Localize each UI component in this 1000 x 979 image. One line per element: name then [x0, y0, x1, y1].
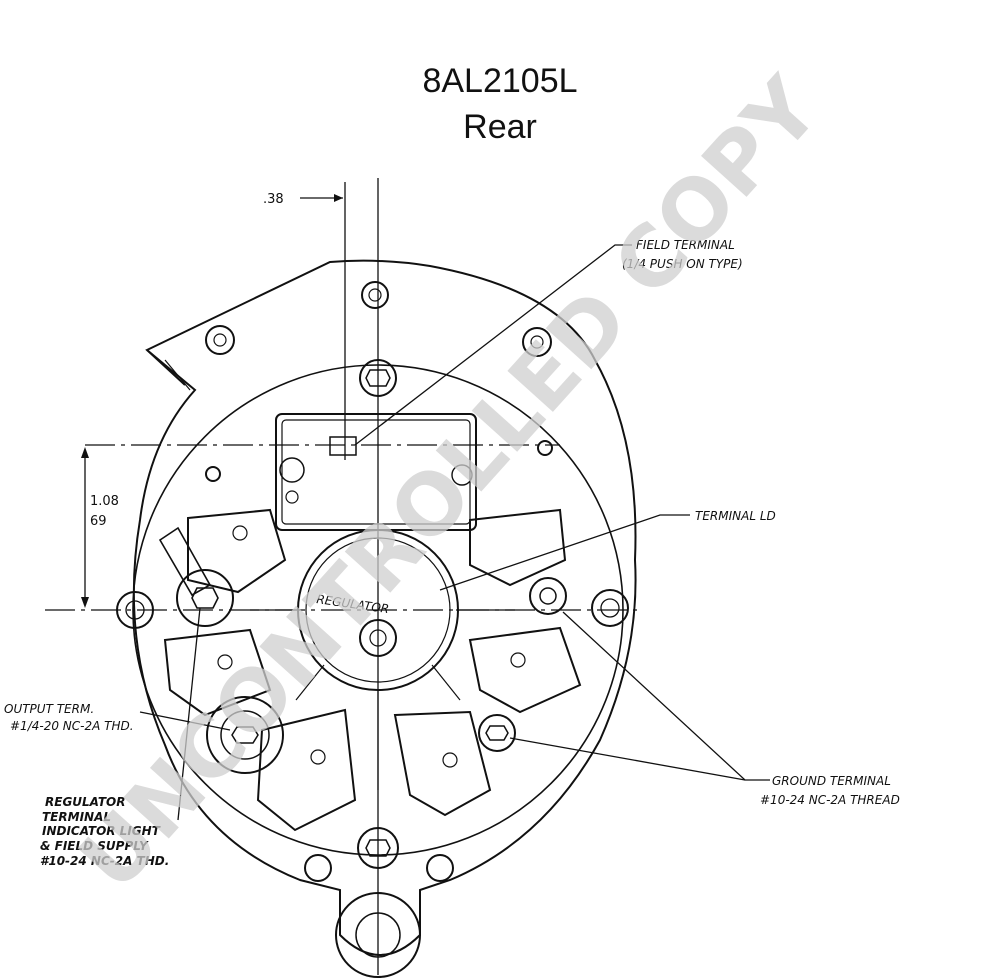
terminal-ld-label: TERMINAL LD	[695, 509, 776, 523]
ground-terminal-nut	[485, 725, 509, 741]
dimension-38-label: .38	[263, 192, 284, 207]
ground-leader-1	[562, 611, 770, 781]
field-terminal-label-1: FIELD TERMINAL	[636, 238, 735, 252]
part-number-title: 8AL2105L	[422, 62, 578, 100]
housing-outline	[132, 259, 637, 956]
dimension-height-b-label: 69	[90, 514, 107, 529]
output-terminal-nut	[231, 726, 259, 744]
field-terminal-leader	[354, 244, 632, 446]
small-hole-left	[205, 466, 221, 482]
regulator-label-5: #10-24 NC-2A THD.	[40, 854, 169, 868]
vent-1	[187, 508, 287, 594]
vent-5	[256, 708, 357, 832]
bottom-bolt-boss	[357, 827, 399, 869]
regulator-label-2: TERMINAL	[42, 810, 111, 824]
side-hole-right	[591, 589, 629, 627]
hub-bolt	[359, 619, 397, 657]
housing-ring	[132, 364, 624, 856]
terminal-ld-leader	[439, 514, 690, 591]
regulator-leader	[177, 607, 201, 821]
regulator-label-3: INDICATOR LIGHT	[42, 824, 161, 838]
regulator-terminal-nut	[191, 587, 219, 609]
field-terminal-tab	[329, 436, 357, 456]
dimension-height-a-label: 1.08	[90, 494, 119, 509]
field-terminal-label-2: (1/4 PUSH ON TYPE)	[622, 257, 743, 271]
vent-3	[163, 628, 272, 717]
mount-hole-left	[205, 325, 235, 355]
ground-terminal-boss	[478, 714, 516, 752]
regulator-label-4: & FIELD SUPPLY	[40, 839, 149, 853]
vent-2	[469, 508, 567, 587]
output-term-label-2: #1/4-20 NC-2A THD.	[10, 719, 134, 733]
output-terminal-boss	[206, 696, 284, 774]
terminal-ld-boss	[529, 577, 567, 615]
view-subtitle: Rear	[463, 108, 537, 146]
output-term-leader	[139, 711, 231, 731]
ground-leader-2	[509, 737, 746, 781]
vent-6	[393, 710, 492, 817]
regulator-terminal-boss	[176, 569, 234, 627]
small-hole-right	[537, 440, 553, 456]
vent-4	[468, 626, 582, 714]
bottom-hole-right	[426, 854, 454, 882]
top-bolt-boss	[359, 359, 397, 397]
regulator-label-1: REGULATOR	[45, 795, 125, 809]
lower-mount-ear	[335, 892, 421, 978]
mount-hole-right	[522, 327, 552, 357]
ground-terminal-label-1: GROUND TERMINAL	[772, 774, 891, 788]
side-hole-left	[116, 591, 154, 629]
bottom-hole-left	[304, 854, 332, 882]
uncontrolled-copy-watermark: UNCONTROLLED COPY	[60, 59, 839, 909]
mount-hole-top	[361, 281, 389, 309]
output-term-label-1: OUTPUT TERM.	[4, 702, 94, 716]
ground-terminal-label-2: #10-24 NC-2A THREAD	[760, 793, 900, 807]
